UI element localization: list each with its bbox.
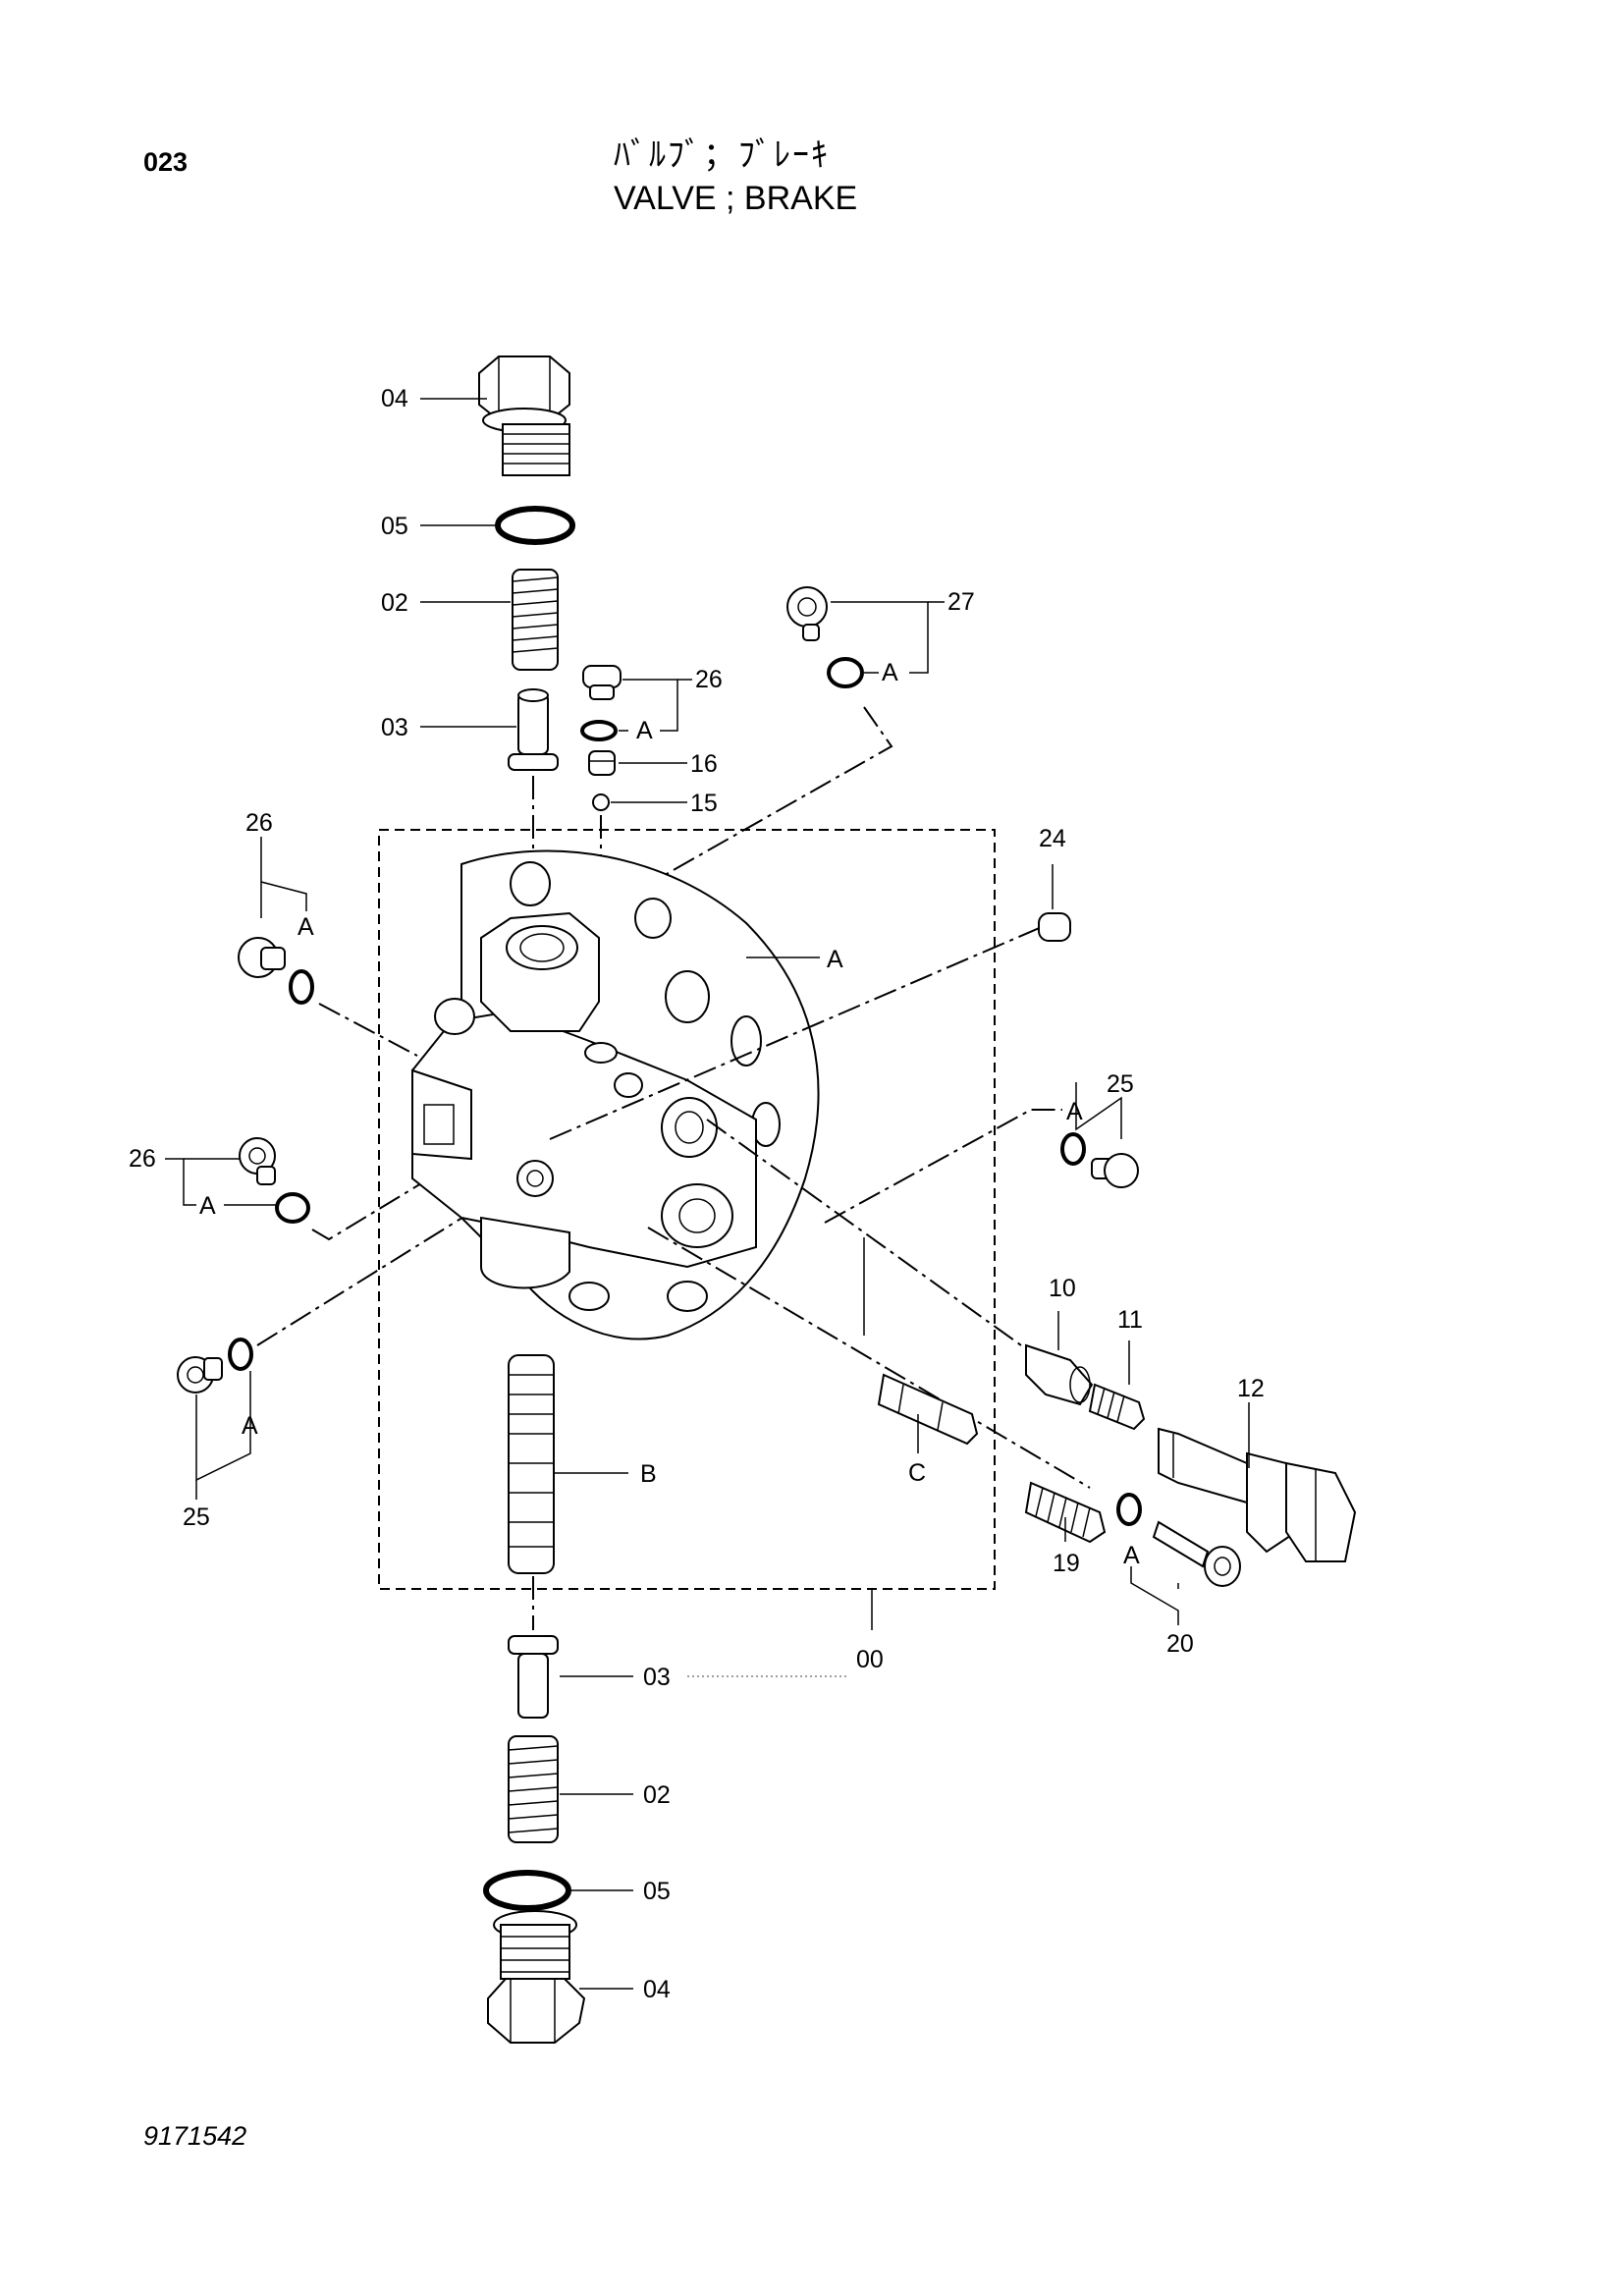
- assembly-boundary: [378, 829, 996, 1590]
- plug-25-right: [1091, 1153, 1139, 1188]
- callout-05-bottom: 05: [643, 1878, 671, 1905]
- callout-label-C: C: [908, 1459, 926, 1487]
- callout-20-A: A: [1123, 1542, 1140, 1569]
- callout-16: 16: [690, 750, 718, 778]
- callout-25-left-A: A: [242, 1412, 258, 1440]
- o-ring-26-left: [289, 969, 314, 1005]
- plug-26-top: [582, 665, 622, 700]
- plug-assembly-12: [1158, 1427, 1357, 1562]
- sleeve-03-top: [508, 688, 559, 771]
- callout-02-bottom: 02: [643, 1781, 671, 1809]
- spool-B: [508, 1354, 555, 1574]
- title-english: VALVE ; BRAKE: [614, 180, 858, 217]
- callout-25-left: 25: [183, 1503, 210, 1531]
- callout-25-right: 25: [1107, 1070, 1134, 1098]
- page-number: 023: [143, 147, 189, 177]
- plug-26-left: [238, 937, 286, 978]
- ball-15: [592, 793, 610, 811]
- callout-27: 27: [947, 588, 975, 616]
- o-ring-26-mid: [275, 1192, 310, 1224]
- plug-04-top: [478, 355, 570, 476]
- callout-24: 24: [1039, 825, 1066, 852]
- callout-19: 19: [1053, 1550, 1080, 1577]
- callout-26-mid: 26: [129, 1145, 156, 1173]
- callout-25-right-A: A: [1066, 1098, 1083, 1125]
- callout-26-left: 26: [245, 809, 273, 837]
- o-ring-25-left: [228, 1338, 253, 1371]
- callout-26-mid-A: A: [199, 1192, 216, 1220]
- plug-24: [1038, 912, 1071, 942]
- callout-26-top: 26: [695, 666, 723, 693]
- callout-26-left-A: A: [298, 913, 314, 941]
- o-ring-26-top: [580, 720, 618, 741]
- callout-05-top: 05: [381, 513, 408, 540]
- callout-03-top: 03: [381, 714, 408, 741]
- callout-03-bottom: 03: [643, 1664, 671, 1691]
- callout-15: 15: [690, 790, 718, 817]
- spring-19: [1024, 1481, 1107, 1544]
- o-ring-05-bottom: [483, 1870, 571, 1911]
- plug-27: [786, 586, 828, 641]
- sleeve-03-bottom: [508, 1635, 559, 1719]
- spring-02-bottom: [508, 1735, 559, 1843]
- plug-04-bottom: [487, 1910, 586, 2044]
- callout-27-A: A: [882, 659, 898, 686]
- callout-00: 00: [856, 1646, 884, 1673]
- callout-label-A: A: [827, 946, 843, 973]
- callout-04-bottom: 04: [643, 1976, 671, 2003]
- callout-12: 12: [1237, 1375, 1265, 1402]
- drawing-number: 9171542: [143, 2121, 247, 2151]
- callout-04-top: 04: [381, 385, 408, 412]
- o-ring-27: [827, 657, 864, 688]
- callout-11: 11: [1117, 1306, 1143, 1334]
- title-japanese: ﾊﾞﾙﾌﾞ；ﾌﾞﾚｰｷ: [614, 136, 830, 175]
- plug-25-left: [177, 1356, 223, 1394]
- callout-20: 20: [1166, 1630, 1194, 1658]
- callout-02-top: 02: [381, 589, 408, 617]
- valve-body: [411, 849, 820, 1340]
- o-ring-05-top: [495, 506, 575, 545]
- spring-11: [1088, 1383, 1146, 1431]
- callout-10: 10: [1049, 1275, 1076, 1302]
- spring-02-top: [512, 569, 559, 671]
- piston-C: [877, 1373, 979, 1446]
- plug-16: [588, 750, 616, 776]
- callout-26-top-A: A: [636, 717, 653, 744]
- callout-label-B: B: [640, 1460, 657, 1488]
- o-ring-20: [1116, 1493, 1142, 1526]
- o-ring-25-right: [1060, 1132, 1086, 1166]
- sleeve-10: [1025, 1343, 1094, 1406]
- bolt-20: [1152, 1520, 1241, 1587]
- plug-26-mid: [239, 1137, 276, 1185]
